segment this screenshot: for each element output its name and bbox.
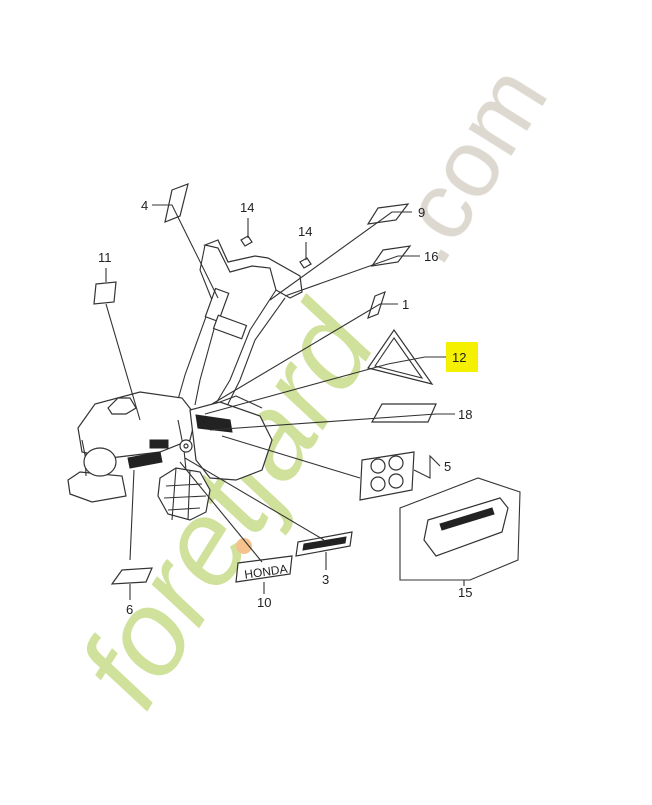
watermark-orange-dot bbox=[236, 538, 252, 554]
tines bbox=[157, 467, 211, 521]
watermark-text-foretjard: foretjard bbox=[53, 282, 402, 729]
decal-9 bbox=[366, 203, 410, 225]
callout-12-highlight bbox=[446, 342, 478, 372]
callout-15: 15 bbox=[458, 585, 472, 600]
decal-15-box bbox=[399, 477, 521, 581]
decal-1 bbox=[367, 290, 386, 320]
decal-3 bbox=[295, 531, 353, 557]
callout-14-upper: 14 bbox=[240, 200, 254, 215]
callout-6: 6 bbox=[126, 602, 133, 617]
callout-12: 12 bbox=[452, 350, 466, 365]
decal-11 bbox=[93, 281, 117, 305]
decal-6 bbox=[110, 567, 153, 585]
callout-18: 18 bbox=[458, 407, 472, 422]
decal-10-honda: HONDA bbox=[235, 555, 293, 583]
decal-4 bbox=[164, 183, 189, 223]
decal-5 bbox=[359, 451, 415, 501]
decal-12 bbox=[367, 328, 434, 385]
callout-1: 1 bbox=[402, 297, 409, 312]
leader-lines bbox=[105, 204, 465, 600]
callout-16: 16 bbox=[424, 249, 438, 264]
engine-body bbox=[67, 391, 273, 503]
decal-16 bbox=[370, 245, 412, 267]
callout-4: 4 bbox=[141, 198, 148, 213]
watermark-text-com: .com bbox=[367, 48, 568, 281]
decal-18 bbox=[370, 403, 437, 423]
callout-9: 9 bbox=[418, 205, 425, 220]
callout-11: 11 bbox=[98, 250, 112, 265]
handlebar bbox=[174, 239, 303, 411]
callout-3: 3 bbox=[322, 572, 329, 587]
decal-14-upper bbox=[240, 235, 253, 247]
callout-5: 5 bbox=[444, 459, 451, 474]
callouts: 4 14 14 9 16 11 1 12 18 5 6 10 3 15 bbox=[98, 198, 478, 617]
callout-10: 10 bbox=[257, 595, 271, 610]
callout-14-lower: 14 bbox=[298, 224, 312, 239]
honda-text: HONDA bbox=[243, 562, 288, 582]
decal-14-lower bbox=[299, 257, 312, 269]
